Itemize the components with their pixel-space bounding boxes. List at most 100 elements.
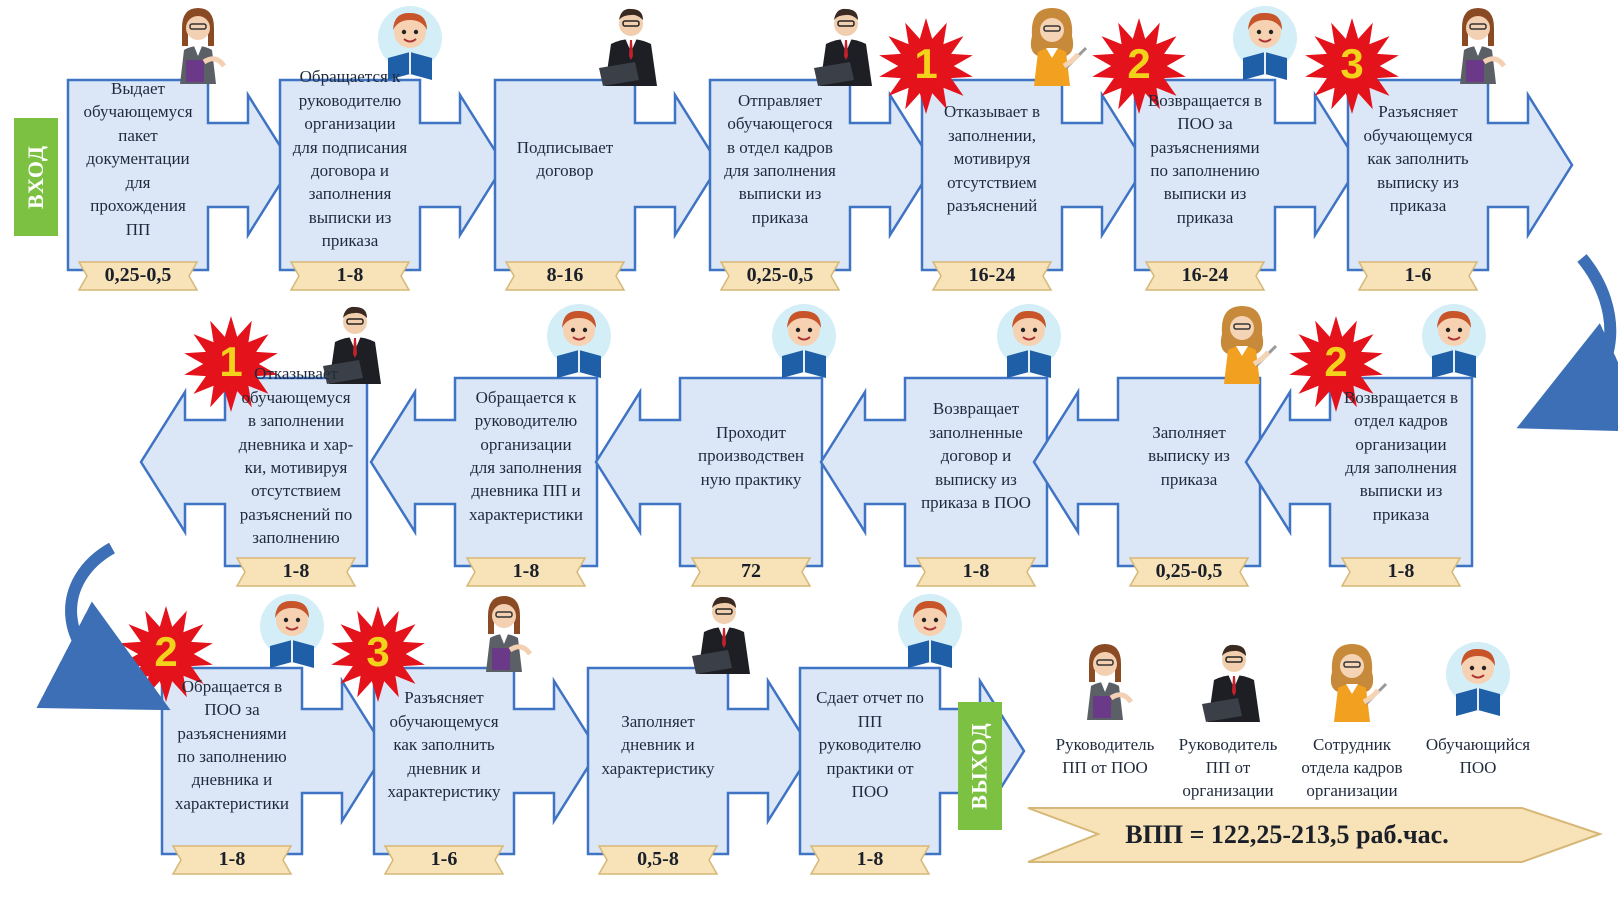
step-marker-burst — [184, 316, 278, 412]
manager-icon — [323, 306, 381, 384]
step-duration: 1-8 — [282, 560, 310, 582]
hr-icon — [1220, 306, 1278, 384]
process-step — [819, 304, 1061, 587]
process-step — [139, 306, 381, 587]
legend-item — [1202, 644, 1260, 722]
time-ribbon — [719, 261, 841, 291]
teacher-icon — [1460, 8, 1507, 84]
entry-tab: ВХОД — [14, 118, 58, 236]
step-description: Отказывает обучающемуся в заполнении дне… — [238, 364, 354, 547]
legend-item — [1446, 642, 1510, 716]
step-description: Обращается к руководителю организации дл… — [292, 67, 408, 250]
step-description: Проходит производствен ную практику — [697, 422, 805, 489]
total-working-hours: ВПП = 122,25-213,5 раб.час. — [1125, 820, 1449, 849]
step-description: Отправляет обучающегося в отдел кадров д… — [724, 90, 836, 227]
student-icon — [260, 594, 324, 668]
time-ribbon — [1128, 557, 1250, 587]
time-ribbon — [383, 845, 505, 875]
step-description: Заполняет выписку из приказа — [1148, 422, 1230, 489]
step-description: Обращается в ПОО за разъяснениями по зап… — [175, 676, 289, 813]
step-description: Обращается к руководителю организации дл… — [469, 387, 583, 524]
step-description: Заполняет дневник и характеристику — [601, 711, 715, 778]
row-connector-curve — [36, 542, 171, 711]
time-ribbon — [1144, 261, 1266, 291]
time-ribbon — [915, 557, 1037, 587]
teacher-icon — [1087, 644, 1134, 720]
step-duration: 0,25-0,5 — [1155, 560, 1223, 582]
step-duration: 0,5-8 — [637, 848, 679, 870]
step-duration: 1-8 — [336, 264, 364, 286]
step-description: Выдает обучающемуся пакет документации д… — [83, 78, 193, 239]
step-marker-number: 2 — [154, 628, 178, 675]
student-icon — [547, 304, 611, 378]
time-ribbon — [1357, 261, 1479, 291]
student-icon — [772, 304, 836, 378]
step-description: Возвращает заполненные договор и выписку… — [921, 399, 1031, 513]
time-ribbon — [77, 261, 199, 291]
step-marker-number: 1 — [219, 338, 243, 385]
time-ribbon — [1340, 557, 1462, 587]
step-duration: 8-16 — [546, 264, 584, 286]
process-step — [879, 8, 1148, 291]
step-description: Возвращается в ПОО за разъяснениями по з… — [1147, 90, 1263, 227]
student-icon — [997, 304, 1061, 378]
legend-label: Сотрудник отдела кадров организации — [1301, 735, 1403, 800]
student-icon — [378, 6, 442, 80]
process-step — [594, 304, 836, 587]
time-ribbon — [597, 845, 719, 875]
student-icon — [1422, 304, 1486, 378]
time-ribbon — [171, 845, 293, 875]
time-ribbon — [465, 557, 587, 587]
legend-label: Руководитель ПП от ПОО — [1055, 735, 1155, 777]
manager-icon — [692, 596, 750, 674]
student-icon — [1446, 642, 1510, 716]
time-ribbon — [504, 261, 626, 291]
step-duration: 1-6 — [1404, 264, 1432, 286]
student-icon — [1233, 6, 1297, 80]
exit-label: ВЫХОД — [967, 722, 993, 810]
step-marker-number: 3 — [1340, 40, 1364, 87]
time-ribbon — [289, 261, 411, 291]
row-connector-curve — [1516, 254, 1618, 432]
step-description: Подписывает договор — [516, 137, 614, 180]
step-duration: 1-8 — [218, 848, 246, 870]
step-duration: 0,25-0,5 — [746, 264, 814, 286]
entry-label: ВХОД — [23, 144, 48, 210]
step-duration: 1-8 — [962, 560, 990, 582]
process-step — [66, 8, 294, 291]
legend-item — [1087, 644, 1134, 720]
step-duration: 16-24 — [968, 264, 1016, 286]
process-step — [1305, 8, 1574, 291]
step-duration: 1-8 — [512, 560, 540, 582]
step-marker-number: 2 — [1324, 338, 1348, 385]
step-marker-number: 3 — [366, 628, 390, 675]
process-step — [493, 8, 721, 291]
manager-icon — [1202, 644, 1260, 722]
process-step — [1244, 304, 1486, 587]
step-marker-burst — [331, 606, 425, 702]
step-duration: 1-6 — [430, 848, 458, 870]
legend-label: Обучающийся ПОО — [1425, 735, 1531, 777]
step-marker-burst — [879, 18, 973, 114]
legend-item — [1330, 644, 1388, 722]
step-marker-burst — [1092, 18, 1186, 114]
student-icon — [898, 594, 962, 668]
step-description: Разъясняет обучающемуся как заполнить дн… — [387, 688, 501, 802]
legend-label: Руководитель ПП от организации — [1178, 735, 1278, 800]
process-step — [1092, 6, 1361, 291]
teacher-icon — [180, 8, 227, 84]
time-ribbon — [809, 845, 931, 875]
step-description: Разъясняет обучающемуся как заполнить вы… — [1363, 102, 1473, 216]
process-step — [708, 8, 936, 291]
process-step — [278, 6, 506, 291]
manager-icon — [814, 8, 872, 86]
step-description: Возвращается в отдел кадров организации … — [1343, 387, 1459, 524]
step-marker-burst — [1289, 316, 1383, 412]
time-ribbon — [690, 557, 812, 587]
time-ribbon — [931, 261, 1053, 291]
step-duration: 16-24 — [1181, 264, 1229, 286]
process-step — [586, 596, 814, 875]
step-marker-burst — [1305, 18, 1399, 114]
time-ribbon — [235, 557, 357, 587]
step-duration: 0,25-0,5 — [104, 264, 172, 286]
